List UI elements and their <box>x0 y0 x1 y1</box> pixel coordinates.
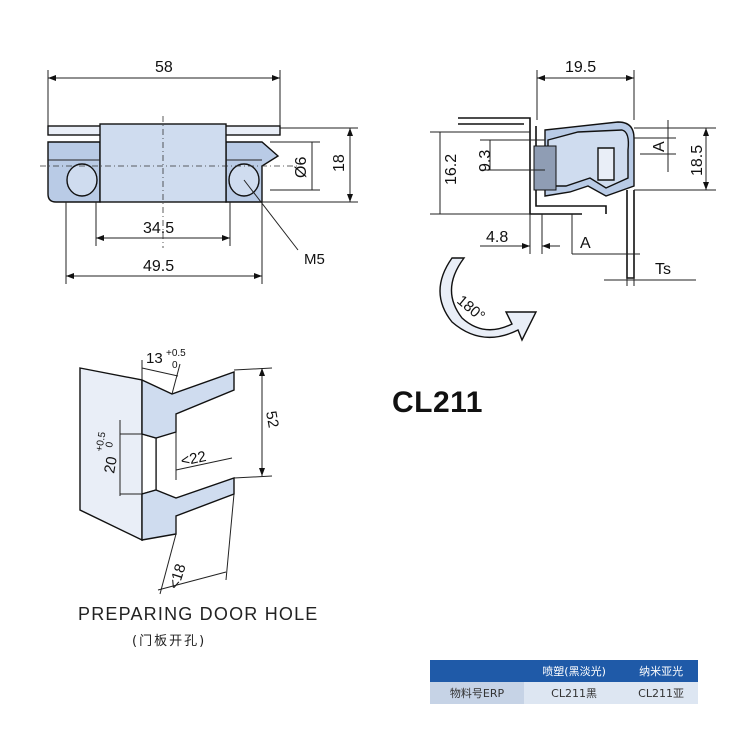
dim-outer-height: 52 <box>262 410 282 429</box>
dim-left-height: 16.2 <box>443 154 460 185</box>
side-view: 58 Ø6 18 34.5 <box>40 59 358 284</box>
dim-depth-limit: <18 <box>166 562 190 591</box>
dim-height-tol-minus: 0 <box>104 441 116 449</box>
dim-offset: 4.8 <box>486 229 508 246</box>
hinge-insert <box>533 145 557 191</box>
center-block <box>99 123 227 203</box>
table-row: 物料号ERP CL211黑 CL211亚 <box>430 682 698 704</box>
dim-hole-height: 20 <box>101 455 121 474</box>
dim-top-tol-plus: +0.5 <box>166 348 186 359</box>
erp-row-label: 物料号ERP <box>430 682 524 704</box>
dim-center-span: 34.5 <box>143 220 174 237</box>
dim-base-span: 49.5 <box>143 258 174 275</box>
rotation-arrow-icon: 180° <box>439 257 538 342</box>
section-view: 19.5 16.2 9.3 18.5 A <box>430 59 716 342</box>
upper-flange <box>141 371 235 439</box>
model-label: CL211 <box>392 386 483 419</box>
door-sheet-outer <box>458 117 582 215</box>
dim-hole-diameter: Ø6 <box>293 157 310 178</box>
dim-inner-limit: <22 <box>179 448 207 470</box>
door-hole-title: PREPARING DOOR HOLE <box>78 604 319 624</box>
dim-thread: M5 <box>304 251 325 268</box>
erp-header-cell <box>430 660 524 682</box>
dim-thickness: Ts <box>655 261 671 278</box>
erp-table-header: 喷塑(黑淡光) 纳米亚光 <box>430 660 698 682</box>
pin-hole <box>597 147 615 181</box>
dim-width: 19.5 <box>565 59 596 76</box>
hinge-inner <box>547 129 630 189</box>
erp-table: 喷塑(黑淡光) 纳米亚光 物料号ERP CL211黑 CL211亚 <box>430 660 698 704</box>
dim-inner-height: 9.3 <box>477 150 494 172</box>
dim-top-width: 13 <box>146 350 163 367</box>
erp-cell: CL211亚 <box>624 682 698 704</box>
dim-right-height: 18.5 <box>689 145 706 176</box>
door-hole-view: 13 +0.5 0 20 +0.5 0 <22 52 <18 <box>79 348 282 595</box>
erp-header-cell: 喷塑(黑淡光) <box>524 660 625 682</box>
door-hole-subtitle: (门板开孔) <box>132 634 207 649</box>
left-barrel <box>66 163 98 197</box>
dim-top-tol-minus: 0 <box>172 360 178 371</box>
dim-overall-width: 58 <box>155 59 173 76</box>
erp-header-cell: 纳米亚光 <box>624 660 698 682</box>
dim-height-tol-plus: +0.5 <box>94 431 108 453</box>
dim-height: 18 <box>331 154 348 172</box>
section-mark-bottom: A <box>580 235 591 252</box>
erp-cell: CL211黑 <box>524 682 625 704</box>
section-mark-top: A <box>651 141 668 152</box>
